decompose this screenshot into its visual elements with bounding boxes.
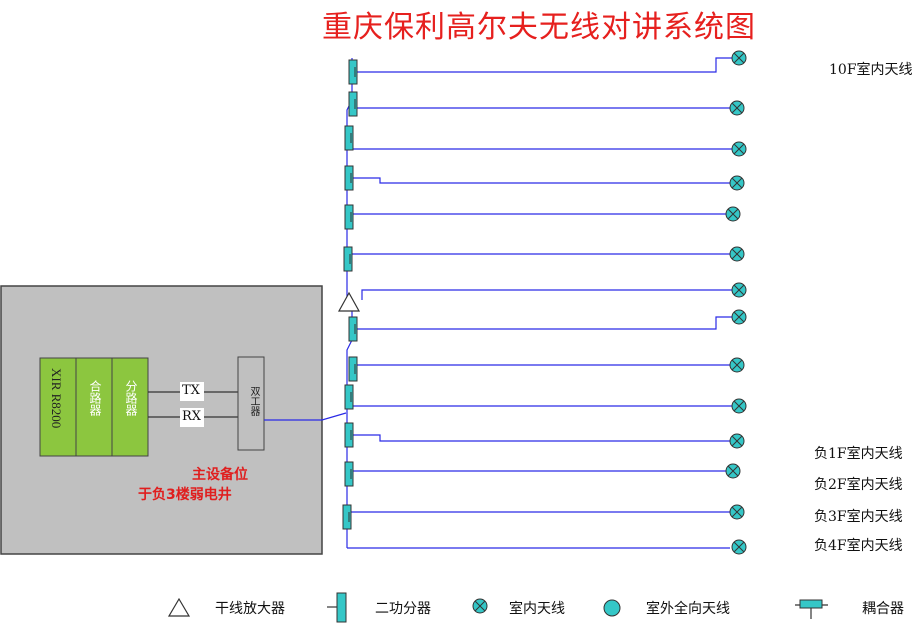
splitter-icon xyxy=(344,204,354,230)
splitter-icon xyxy=(348,316,358,342)
branch-line xyxy=(351,470,726,474)
rx-label: RX xyxy=(182,409,202,424)
combiner-label: 合路器 xyxy=(88,380,102,416)
legend-splitter-label: 二功分器 xyxy=(375,601,431,617)
branch-line xyxy=(351,213,726,217)
legend-outdoor-antenna-icon xyxy=(603,599,621,617)
branch-line xyxy=(355,104,730,109)
equipment-note-line1: 主设备位 xyxy=(192,467,248,483)
trunk-lines xyxy=(346,57,732,549)
indoor-antenna-icon xyxy=(733,143,745,155)
branch-line xyxy=(351,138,732,150)
indoor-antenna-icon xyxy=(731,177,743,189)
branch-line xyxy=(361,289,732,300)
indoor-antenna-icon xyxy=(733,541,745,553)
splitter-icon xyxy=(344,125,354,151)
branch-line xyxy=(350,253,730,259)
splitter-icon xyxy=(348,59,358,85)
branch-line xyxy=(356,316,732,330)
branch-line xyxy=(351,397,732,407)
splitter-unit xyxy=(111,357,149,457)
splitter-icon xyxy=(344,165,354,191)
branch-line xyxy=(355,364,730,369)
indoor-antenna-icon xyxy=(731,359,743,371)
legend-coupler-icon xyxy=(795,599,828,619)
splitter-icon xyxy=(342,504,352,530)
legend-amplifier-icon xyxy=(167,597,191,617)
legend-splitter-icon xyxy=(327,592,347,623)
indoor-antenna-icon xyxy=(733,311,745,323)
indoor-antenna-icon xyxy=(731,102,743,114)
splitter-label: 分路器 xyxy=(124,380,138,416)
combiner-unit xyxy=(75,357,113,457)
duplexer-label: 双工器 xyxy=(248,386,259,416)
floor-label-b1: 负1F室内天线 xyxy=(814,446,903,462)
branch-line xyxy=(352,434,730,442)
feed-line xyxy=(264,412,347,421)
indoor-antenna-icon xyxy=(733,284,745,296)
branch-line xyxy=(356,57,732,73)
tx-label: TX xyxy=(182,383,200,398)
splitter-icon xyxy=(343,246,353,272)
radio-label: XIR R8200 xyxy=(49,368,64,429)
indoor-antenna-icon xyxy=(733,400,745,412)
splitter-icon xyxy=(348,356,358,382)
indoor-antenna-icon xyxy=(731,435,743,447)
legend-coupler-label: 耦合器 xyxy=(862,601,904,617)
amplifier-icon xyxy=(337,291,361,312)
splitter-icon xyxy=(344,422,354,448)
floor-label-b2: 负2F室内天线 xyxy=(814,477,903,493)
indoor-antenna-icon xyxy=(731,506,743,518)
legend-indoor-antenna-icon xyxy=(472,598,488,614)
floor-label-10f: 10F室内天线 xyxy=(829,62,913,78)
duplexer-unit xyxy=(237,356,265,451)
rx-label-bg xyxy=(180,408,204,427)
indoor-antenna-icon xyxy=(727,465,739,477)
splitter-icon xyxy=(344,384,354,410)
floor-label-b3: 负3F室内天线 xyxy=(814,509,903,525)
tx-label-bg xyxy=(180,382,204,401)
indoor-antenna-icon xyxy=(731,248,743,260)
floor-label-b4: 负4F室内天线 xyxy=(814,538,903,554)
splitter-icon xyxy=(344,461,354,487)
diagram-title: 重庆保利高尔夫无线对讲系统图 xyxy=(322,10,756,45)
radio-unit xyxy=(39,357,77,457)
legend-outdoor-antenna-label: 室外全向天线 xyxy=(646,601,730,617)
indoor-antenna-icon xyxy=(733,52,745,64)
legend-indoor-antenna-label: 室内天线 xyxy=(509,601,565,617)
splitter-group xyxy=(342,59,358,530)
legend-amplifier-label: 干线放大器 xyxy=(215,601,285,617)
splitter-icon xyxy=(348,91,358,117)
branch-line xyxy=(349,511,730,517)
antenna-group xyxy=(725,50,747,555)
equipment-note-line2: 于负3楼弱电井 xyxy=(138,487,232,503)
indoor-antenna-icon xyxy=(727,208,739,220)
branch-line xyxy=(352,177,730,184)
